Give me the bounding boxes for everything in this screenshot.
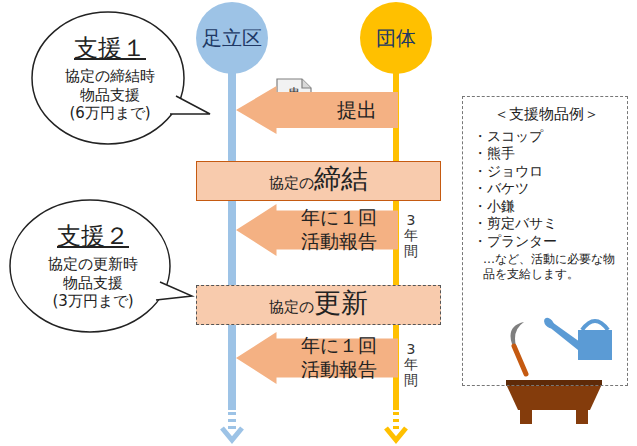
timeline-head <box>222 428 242 440</box>
planter <box>506 380 602 424</box>
node-heading: 団体 <box>376 26 416 51</box>
node-text: 協定の更新時 物品支援 (3万円まで) <box>35 255 151 311</box>
org-circle: 団体 <box>360 2 432 74</box>
node-heading: 足立区 <box>202 26 262 51</box>
node-heading: 協定の <box>269 298 314 317</box>
node-text: 協定の締結時 物品支援 (6万円まで) <box>52 67 168 123</box>
node-text: ・小鎌 <box>473 198 515 216</box>
node-heading: 年に１回 活動報告 <box>289 334 389 382</box>
band-box: 協定の更新 <box>196 285 441 325</box>
node-text: …など、活動に必要な物品を支給します。 <box>473 252 623 282</box>
timeline-dash <box>228 412 236 430</box>
arrow-shape: 提出 <box>236 86 398 134</box>
speech-bubble: 支援２ 協定の更新時 物品支援 (3万円まで) <box>8 196 178 336</box>
node-heading: 年に１回 活動報告 <box>289 206 389 254</box>
arrow-shape: 年に１回 活動報告 <box>236 332 398 384</box>
timeline-line <box>228 70 236 410</box>
node-heading: ＜支援物品例＞ <box>494 105 599 124</box>
duration-label: 3年間 <box>404 342 418 388</box>
arrow-shape: 年に１回 活動報告 <box>236 204 398 256</box>
org-circle: 足立区 <box>196 2 268 74</box>
node-text: ・剪定バサミ <box>473 215 557 233</box>
node-text: ・バケツ <box>473 180 529 198</box>
timeline-dash <box>393 412 399 430</box>
speech-bubble: 支援１ 協定の締結時 物品支援 (6万円まで) <box>30 8 190 148</box>
node-heading: 支援１ <box>74 33 146 63</box>
node-text: ・プランター <box>473 233 557 251</box>
node-heading: 支援２ <box>57 221 129 251</box>
sickle <box>511 322 527 374</box>
node-text: 締結 <box>314 162 368 196</box>
node-text: ・熊手 <box>473 145 515 163</box>
timeline-head <box>386 428 406 440</box>
node-text: ・ジョウロ <box>473 163 543 181</box>
node-text: 更新 <box>314 286 368 320</box>
node-text: ・スコップ <box>473 128 543 146</box>
list-box: ＜支援物品例＞ ・スコップ・熊手・ジョウロ・バケツ・小鎌・剪定バサミ・プランター…… <box>462 96 628 386</box>
watering-can <box>542 316 612 360</box>
band-box: 協定の締結 <box>196 161 441 201</box>
node-heading: 協定の <box>269 174 314 193</box>
node-heading: 提出 <box>337 98 377 123</box>
duration-label: 3年間 <box>404 213 418 259</box>
